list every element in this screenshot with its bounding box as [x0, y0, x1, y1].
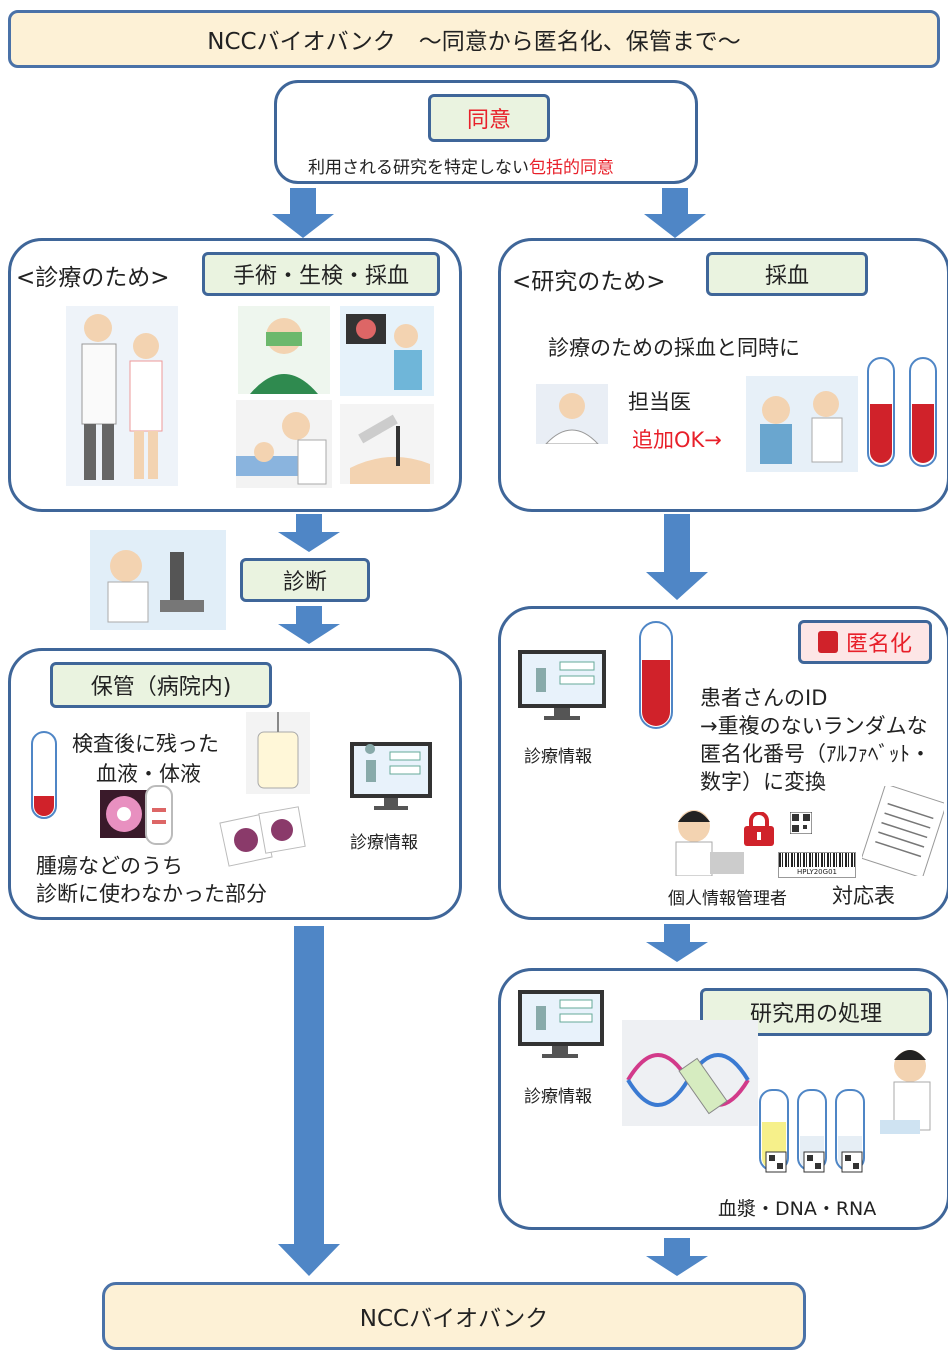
consent-label-box: 同意 — [428, 94, 550, 142]
attending-doctor-icon — [536, 384, 608, 444]
arrow-storage-to-biobank — [278, 926, 340, 1276]
anonymization-line4: 数字）に変換 — [700, 770, 826, 794]
arrow-consent-to-research — [644, 188, 706, 238]
anonymization-label: 匿名化 — [845, 632, 912, 657]
storage-tumor-line1: 腫瘍などのうち — [36, 854, 183, 878]
correspondence-table-icon — [862, 786, 944, 876]
lab-technician-icon — [880, 1050, 931, 1134]
monitor-icon-storage — [350, 742, 432, 810]
qr-labels-icon — [765, 1151, 863, 1173]
arrow-research-to-anonymization — [646, 514, 708, 600]
consent-desc-highlight: 包括的同意 — [529, 158, 614, 178]
anonymization-manager: 個人情報管理者 — [668, 889, 787, 909]
lock-icon — [817, 631, 838, 653]
footer-banner: NCCバイオバンク — [102, 1282, 806, 1350]
clinical-procedures-label: 手術・生検・採血 — [232, 264, 409, 289]
monitor-icon-anonymization — [518, 650, 606, 720]
blood-draw-icon — [340, 404, 434, 484]
barcode-text: HPLY20G01 — [797, 868, 837, 876]
arrow-diagnosis-to-storage — [278, 606, 340, 644]
anonymization-label-box: 匿名化 — [798, 620, 932, 664]
info-manager-icon — [675, 810, 744, 876]
arrow-consent-to-clinical — [272, 188, 334, 238]
anonymization-tube-icon — [639, 621, 673, 729]
endoscopy-icon — [340, 306, 434, 396]
fluid-bag-icon — [246, 712, 310, 794]
diagnosis-label: 診断 — [282, 570, 327, 595]
qr-code-icon — [790, 812, 812, 834]
clinical-heading: <診療のため> — [16, 265, 170, 291]
anonymization-clinical-info: 診療情報 — [524, 747, 592, 767]
anonymization-line2: →重複のないランダムな — [700, 714, 928, 738]
processing-outputs: 血漿・DNA・RNA — [718, 1198, 877, 1220]
microscope-icon — [90, 530, 226, 630]
anonymization-line3: 匿名化番号（ｱﾙﾌｧﾍﾞｯﾄ・ — [700, 742, 931, 766]
clinical-procedures-box: 手術・生検・採血 — [202, 252, 440, 296]
footer-text: NCCバイオバンク — [359, 1306, 549, 1332]
research-heading: <研究のため> — [512, 269, 666, 295]
storage-residual-line1: 検査後に残った — [72, 732, 219, 756]
blood-tubes-icon — [867, 357, 937, 467]
tissue-icon — [100, 790, 148, 838]
specimen-tube-icon — [145, 785, 173, 845]
doctor-nurse-icon — [66, 306, 178, 486]
slides-icon — [219, 806, 306, 867]
surgeon-icon — [238, 306, 330, 394]
arrow-anonymization-to-processing — [646, 924, 708, 962]
monitor-icon-processing — [518, 990, 604, 1058]
barcode-label: HPLY20G01 — [778, 852, 856, 878]
arrow-processing-to-biobank — [646, 1238, 708, 1276]
research-procedure-box: 採血 — [706, 252, 868, 296]
arrow-clinical-to-diagnosis — [278, 514, 340, 552]
processing-clinical-info: 診療情報 — [524, 1087, 592, 1107]
storage-tumor-line2: 診断に使わなかった部分 — [36, 882, 267, 906]
storage-label: 保管（病院内) — [90, 675, 232, 700]
consent-desc: 利用される研究を特定しない包括的同意 — [308, 153, 614, 178]
storage-label-box: 保管（病院内) — [50, 662, 272, 708]
title-banner: NCCバイオバンク ～同意から匿名化、保管まで～ — [8, 10, 940, 68]
title-text: NCCバイオバンク ～同意から匿名化、保管まで～ — [207, 29, 741, 55]
processing-label: 研究用の処理 — [749, 1002, 882, 1027]
small-tube-icon — [31, 731, 57, 819]
barcode-bars-icon — [779, 853, 855, 867]
consent-desc-prefix: 利用される研究を特定しない — [308, 158, 529, 178]
research-extra: 追加OK→ — [632, 428, 722, 452]
anonymization-line1: 患者さんのID — [700, 686, 828, 710]
research-doctor: 担当医 — [628, 390, 691, 414]
dna-syringe-icon — [622, 1020, 758, 1126]
storage-residual-line2: 血液・体液 — [96, 762, 201, 786]
blood-sampling-icon — [746, 376, 858, 472]
consent-label: 同意 — [466, 108, 511, 133]
research-procedure-label: 採血 — [764, 264, 809, 289]
processing-label-box: 研究用の処理 — [700, 988, 932, 1036]
storage-clinical-info: 診療情報 — [350, 833, 418, 853]
research-note: 診療のための採血と同時に — [548, 336, 800, 360]
diagnosis-box: 診断 — [240, 558, 370, 602]
lock-icon-large — [744, 812, 774, 846]
anonymization-table: 対応表 — [832, 884, 895, 908]
patient-exam-icon — [236, 400, 332, 488]
